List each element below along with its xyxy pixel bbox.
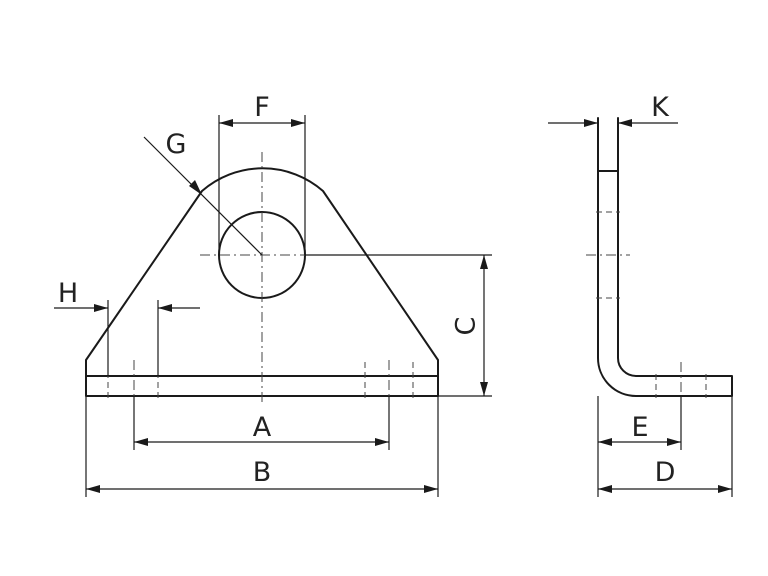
dimension-g: G	[143, 129, 263, 256]
label-c: C	[451, 317, 482, 336]
dimension-c: C	[305, 254, 492, 397]
label-f: F	[254, 92, 270, 123]
front-view	[85, 152, 439, 405]
dimension-d: D	[598, 396, 733, 497]
angle-profile	[597, 117, 733, 397]
dimension-e: E	[597, 396, 682, 497]
label-g: G	[166, 129, 187, 160]
label-d: D	[655, 457, 676, 488]
label-e: E	[631, 412, 648, 443]
side-view	[586, 117, 733, 404]
dimension-a: A	[133, 396, 390, 450]
dimension-k: K	[548, 92, 678, 127]
label-a: A	[253, 412, 272, 443]
bracket-ear	[85, 167, 439, 377]
label-k: K	[651, 92, 670, 123]
dimension-f: F	[218, 92, 306, 255]
dimension-h: H	[54, 278, 200, 376]
dimension-b: B	[85, 396, 439, 497]
label-b: B	[253, 457, 272, 488]
label-h: H	[58, 278, 78, 309]
